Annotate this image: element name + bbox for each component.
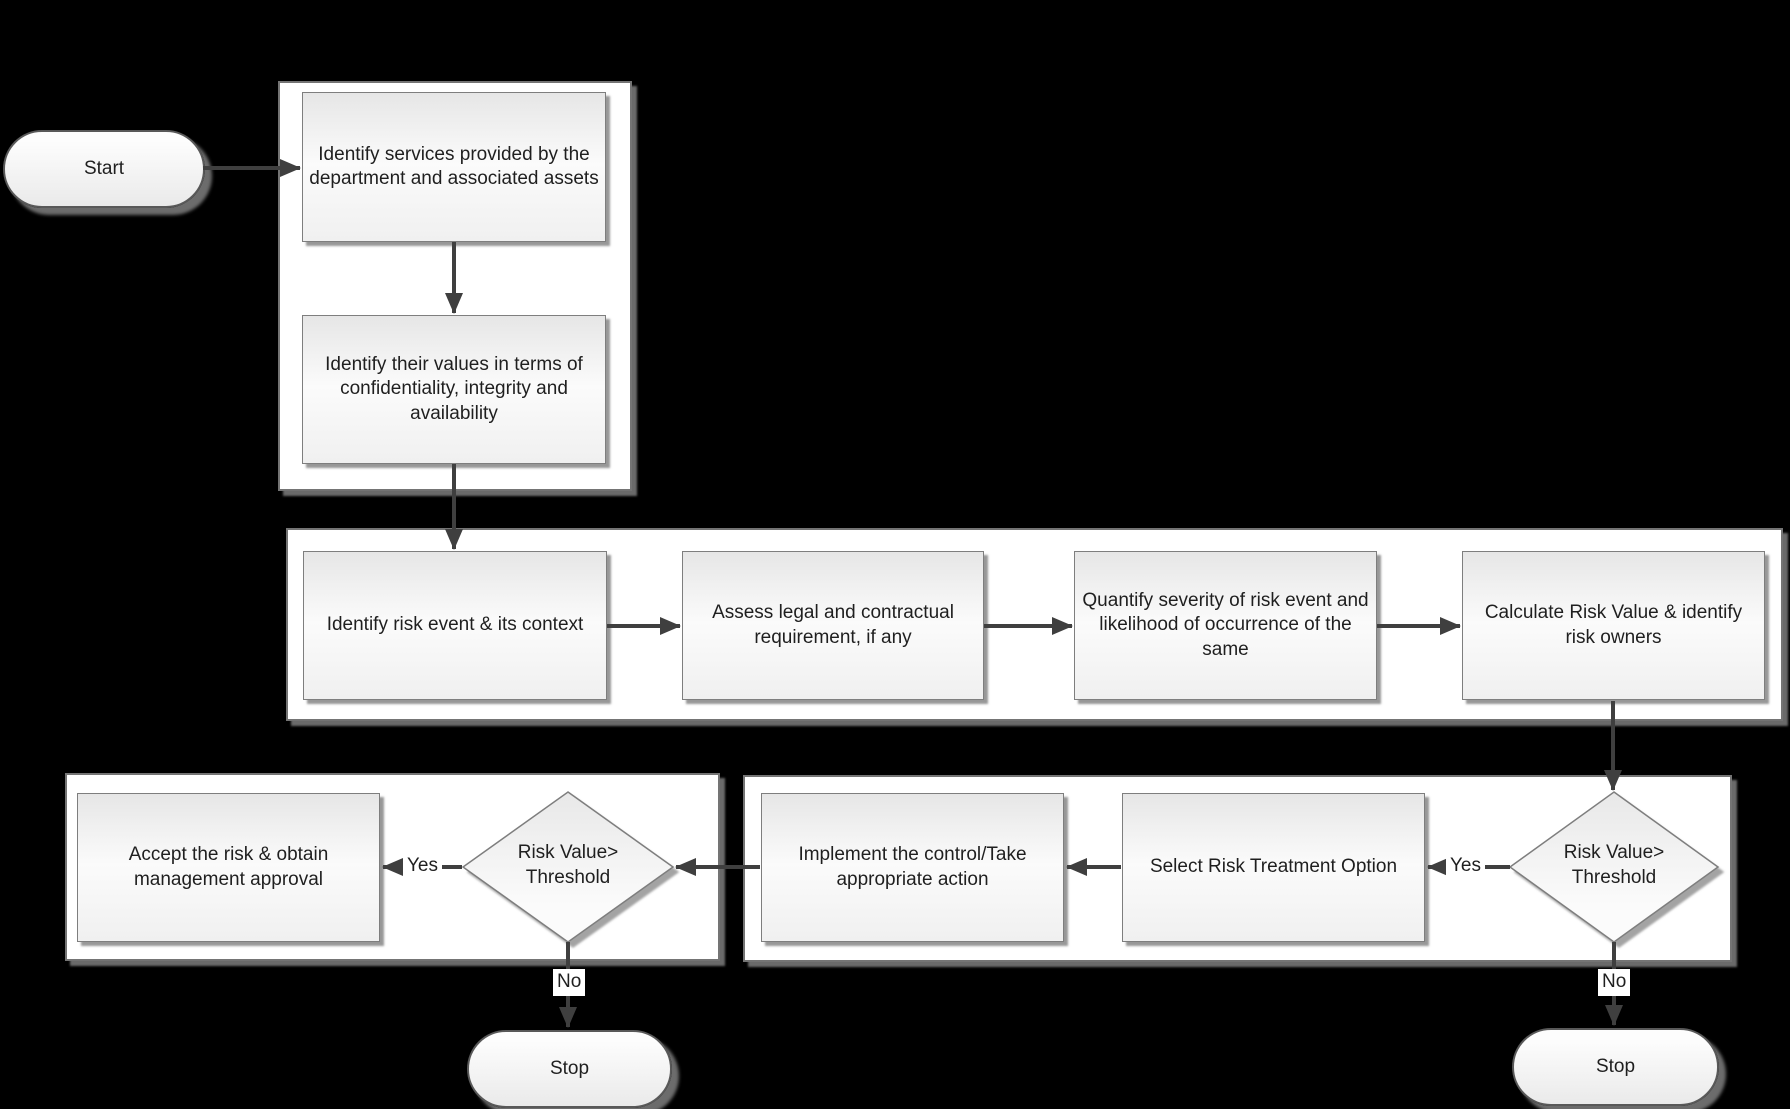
stop-left-label: Stop: [549, 1058, 590, 1079]
process-assess-legal: Assess legal and contractual requirement…: [682, 551, 984, 700]
process-identify-values: Identify their values in terms of confid…: [302, 315, 606, 464]
stop-terminator-left: Stop: [467, 1030, 672, 1108]
process-quantify-severity: Quantify severity of risk event and like…: [1074, 551, 1377, 700]
label-no-left: No: [553, 969, 586, 996]
process-identify-services: Identify services provided by the depart…: [302, 92, 606, 242]
process-accept-risk: Accept the risk & obtain management appr…: [77, 793, 380, 942]
decision-left-label: Risk Value> Threshold: [517, 842, 619, 888]
start-terminator: Start: [3, 130, 205, 208]
label-no-right: No: [1598, 969, 1631, 996]
decision-right-label: Risk Value> Threshold: [1563, 842, 1665, 888]
process-implement-control: Implement the control/Take appropriate a…: [761, 793, 1064, 942]
stop-right-label: Stop: [1595, 1056, 1636, 1077]
stop-terminator-right: Stop: [1512, 1028, 1719, 1106]
process-select-treatment: Select Risk Treatment Option: [1122, 793, 1425, 942]
process-calculate-risk-value: Calculate Risk Value & identify risk own…: [1462, 551, 1765, 700]
process-identify-risk-event: Identify risk event & its context: [303, 551, 607, 700]
label-yes-left: Yes: [403, 853, 442, 880]
start-label: Start: [83, 158, 125, 179]
label-yes-right: Yes: [1446, 853, 1485, 880]
